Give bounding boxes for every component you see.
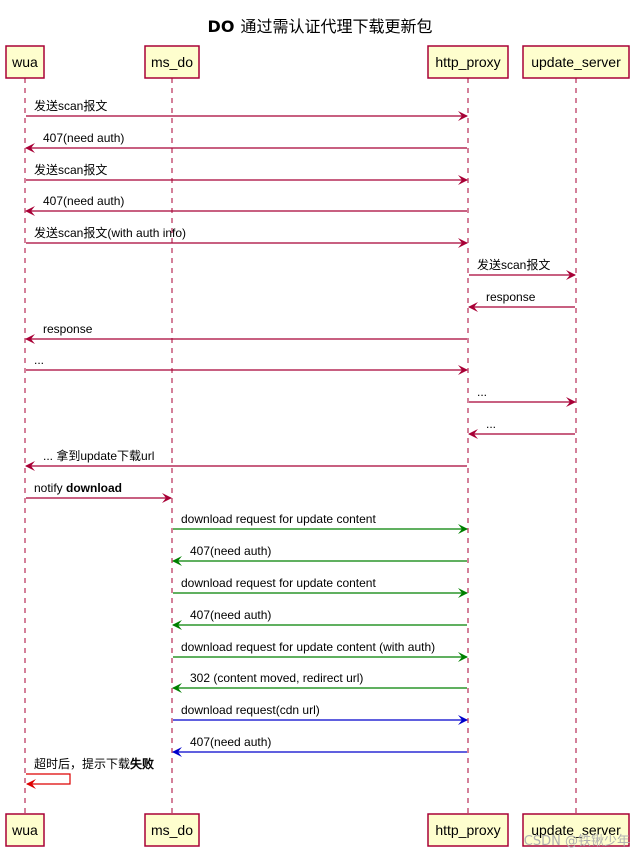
participant-box — [5, 813, 45, 847]
message-label: 407(need auth) — [190, 544, 271, 558]
message-22: 超时后，提示下载失败 — [26, 756, 154, 789]
participant-update_server-bottom: update_server — [522, 813, 630, 847]
message-label: download request for update content (wit… — [181, 640, 435, 654]
participant-label: ms_do — [151, 54, 193, 70]
participant-label: http_proxy — [435, 54, 500, 70]
message-7: response — [468, 290, 575, 312]
message-label: 407(need auth) — [190, 608, 271, 622]
message-label: ... 拿到update下载url — [43, 448, 154, 463]
message-13: notify download — [26, 481, 172, 503]
participants-bottom: wua ms_do http_proxy update_server — [5, 813, 630, 847]
participant-label: update_server — [531, 822, 621, 838]
participant-box — [5, 45, 45, 79]
participant-label: http_proxy — [435, 822, 500, 838]
message-label: response — [486, 290, 536, 304]
message-2: 407(need auth) — [25, 131, 467, 153]
message-label: download request for update content — [181, 512, 376, 526]
message-label: download request for update content — [181, 576, 376, 590]
watermark: CSDN @铁锹少年 — [524, 834, 630, 849]
message-label: 302 (content moved, redirect url) — [190, 671, 363, 685]
message-label: download request(cdn url) — [181, 703, 320, 717]
participant-box — [144, 813, 200, 847]
participant-box — [427, 45, 509, 79]
message-17: 407(need auth) — [172, 608, 467, 630]
message-14: download request for update content — [173, 512, 468, 534]
participants-top: wua ms_do http_proxy update_server — [5, 45, 630, 79]
message-label: notify download — [34, 481, 122, 495]
message-9: ... — [26, 353, 468, 375]
message-6: 发送scan报文 — [469, 257, 576, 280]
messages: 发送scan报文 407(need auth) 发送scan报文 407(need a… — [25, 98, 576, 789]
message-12: ... 拿到update下载url — [25, 448, 467, 471]
message-18: download request for update content (wit… — [173, 640, 468, 662]
message-label: ... — [477, 385, 487, 399]
participant-update_server-top: update_server — [522, 45, 630, 79]
participant-ms_do-top: ms_do — [144, 45, 200, 79]
participant-label: ms_do — [151, 822, 193, 838]
participant-label: update_server — [531, 54, 621, 70]
message-4: 407(need auth) — [25, 194, 467, 216]
self-message-arrow — [26, 773, 71, 789]
message-label: 407(need auth) — [43, 194, 124, 208]
message-label: ... — [486, 417, 496, 431]
participant-http_proxy-bottom: http_proxy — [427, 813, 509, 847]
message-1: 发送scan报文 — [26, 98, 468, 121]
message-10: ... — [469, 385, 576, 407]
message-19: 302 (content moved, redirect url) — [172, 671, 467, 693]
message-label: 407(need auth) — [190, 735, 271, 749]
message-label: 407(need auth) — [43, 131, 124, 145]
participant-box — [522, 813, 630, 847]
message-20: download request(cdn url) — [173, 703, 468, 725]
message-16: download request for update content — [173, 576, 468, 598]
message-5: 发送scan报文(with auth info) — [26, 225, 468, 248]
message-3: 发送scan报文 — [26, 162, 468, 185]
message-label: 发送scan报文(with auth info) — [34, 225, 186, 240]
message-label: 发送scan报文 — [34, 98, 107, 113]
message-label: 发送scan报文 — [477, 257, 550, 272]
message-label: ... — [34, 353, 44, 367]
participant-box — [144, 45, 200, 79]
message-11: ... — [468, 417, 575, 439]
message-21: 407(need auth) — [172, 735, 467, 757]
participant-http_proxy-top: http_proxy — [427, 45, 509, 79]
message-8: response — [25, 322, 467, 344]
participant-label: wua — [11, 822, 38, 838]
participant-box — [522, 45, 630, 79]
message-label: response — [43, 322, 93, 336]
participant-wua-top: wua — [5, 45, 45, 79]
message-label: 超时后，提示下载失败 — [34, 756, 154, 771]
message-15: 407(need auth) — [172, 544, 467, 566]
participant-label: wua — [11, 54, 38, 70]
participant-wua-bottom: wua — [5, 813, 45, 847]
participant-box — [427, 813, 509, 847]
message-label: 发送scan报文 — [34, 162, 107, 177]
participant-ms_do-bottom: ms_do — [144, 813, 200, 847]
